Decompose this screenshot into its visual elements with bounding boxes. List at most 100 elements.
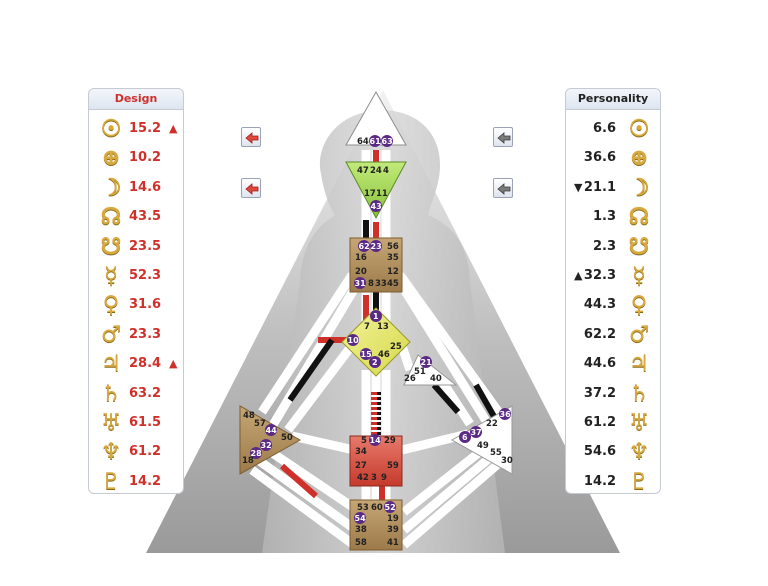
uranus-icon: ♅ bbox=[628, 409, 650, 436]
svg-text:59: 59 bbox=[387, 461, 399, 471]
design-row[interactable]: ☽14.6 bbox=[89, 174, 183, 201]
svg-text:41: 41 bbox=[387, 538, 399, 548]
g-center bbox=[341, 307, 411, 377]
arrow-left-gray-icon bbox=[497, 132, 511, 144]
personality-row[interactable]: ☉ 6.6 bbox=[566, 116, 660, 142]
personality-row[interactable]: ♃44.6 bbox=[566, 351, 660, 377]
svg-text:57: 57 bbox=[254, 419, 266, 429]
design-value: 31.6 bbox=[129, 297, 162, 313]
personality-value: 54.6 bbox=[583, 444, 616, 460]
svg-text:14: 14 bbox=[370, 436, 382, 445]
design-panel: Design ☉15.2▲ ⊕10.2 ☽14.6☊ 43.5 ☋23.5 ☿52.3 ♀3… bbox=[88, 88, 184, 494]
design-row[interactable]: ♂23.3 bbox=[89, 320, 183, 348]
svg-text:11: 11 bbox=[376, 189, 388, 199]
svg-text:49: 49 bbox=[477, 441, 489, 451]
design-row[interactable]: ♀31.6 bbox=[89, 292, 183, 318]
svg-text:4: 4 bbox=[383, 166, 389, 176]
ajna-center bbox=[345, 161, 407, 220]
svg-text:37: 37 bbox=[471, 428, 482, 437]
design-row[interactable]: ♃28.4▲ bbox=[89, 351, 183, 377]
moon-icon: ☽ bbox=[628, 173, 650, 201]
design-value: 61.5 bbox=[129, 415, 162, 430]
personality-value: 6.6 bbox=[592, 121, 616, 136]
svg-text:48: 48 bbox=[243, 411, 255, 421]
design-value: 14.6 bbox=[129, 179, 162, 195]
design-value: 10.2 bbox=[129, 150, 162, 166]
personality-row[interactable]: ☽21.1▼ bbox=[566, 173, 660, 201]
personality-row[interactable]: ♅61.2 bbox=[566, 410, 660, 436]
design-value: 23.5 bbox=[129, 238, 162, 254]
personality-row[interactable]: ☿32.3▲ bbox=[566, 263, 660, 289]
mercury-icon: ☿ bbox=[103, 262, 119, 289]
design-row[interactable]: ☿52.3 bbox=[89, 263, 183, 289]
personality-row[interactable]: ♂ 62.2 bbox=[566, 320, 660, 348]
personality-row[interactable]: ♀44.3 bbox=[566, 292, 660, 318]
svg-text:36: 36 bbox=[500, 410, 512, 419]
svg-text:42: 42 bbox=[357, 473, 369, 483]
north-node-icon: ☊ bbox=[100, 203, 122, 231]
design-marker: ▲ bbox=[169, 357, 178, 371]
personality-row[interactable]: ☊1.3 bbox=[566, 204, 660, 230]
venus-icon: ♀ bbox=[630, 291, 648, 319]
svg-text:38: 38 bbox=[355, 525, 367, 535]
design-title: Design bbox=[89, 89, 183, 110]
svg-text:62: 62 bbox=[359, 242, 370, 251]
personality-row[interactable]: ♆ 54.6 bbox=[566, 439, 660, 465]
svg-text:55: 55 bbox=[490, 448, 502, 458]
ego-center bbox=[403, 354, 458, 386]
svg-text:23: 23 bbox=[371, 242, 382, 251]
design-value: 43.5 bbox=[129, 209, 162, 225]
personality-value: 62.2 bbox=[583, 326, 616, 342]
activated-channels bbox=[280, 150, 499, 502]
mars-icon: ♂ bbox=[100, 320, 122, 348]
design-row[interactable]: ☊ 43.5 bbox=[89, 204, 183, 230]
design-arrow-lower-button[interactable] bbox=[241, 178, 261, 198]
personality-title: Personality bbox=[566, 89, 660, 110]
design-row[interactable]: ♆61.2 bbox=[89, 439, 183, 465]
pluto-icon: ♇ bbox=[100, 467, 122, 495]
svg-text:21: 21 bbox=[421, 358, 433, 367]
mercury-icon: ☿ bbox=[631, 262, 647, 289]
svg-text:20: 20 bbox=[355, 267, 367, 277]
svg-text:24: 24 bbox=[370, 166, 382, 176]
svg-text:64: 64 bbox=[357, 137, 369, 147]
personality-value: 21.1 bbox=[583, 179, 616, 195]
svg-text:3: 3 bbox=[371, 473, 377, 483]
personality-arrow-lower-button[interactable] bbox=[493, 178, 513, 198]
personality-row[interactable]: ♄37.2 bbox=[566, 380, 660, 407]
svg-text:9: 9 bbox=[381, 473, 387, 483]
svg-text:53: 53 bbox=[357, 503, 369, 513]
personality-row[interactable]: ⊕36.6 bbox=[566, 145, 660, 171]
sun-icon: ☉ bbox=[628, 115, 650, 142]
personality-value: 44.6 bbox=[583, 356, 616, 372]
pluto-icon: ♇ bbox=[628, 467, 650, 495]
mars-icon: ♂ bbox=[628, 320, 650, 348]
neptune-icon: ♆ bbox=[628, 438, 650, 466]
svg-text:35: 35 bbox=[387, 253, 399, 263]
arrow-left-red-icon bbox=[245, 132, 259, 144]
jupiter-icon: ♃ bbox=[100, 350, 122, 378]
svg-text:31: 31 bbox=[355, 279, 367, 288]
svg-text:51: 51 bbox=[414, 367, 426, 377]
design-row[interactable]: ♄63.2 bbox=[89, 379, 183, 407]
personality-value: 37.2 bbox=[583, 385, 616, 401]
personality-marker: ▲ bbox=[574, 269, 583, 282]
design-arrow-upper-button[interactable] bbox=[241, 127, 261, 147]
svg-text:47: 47 bbox=[357, 166, 369, 176]
design-row[interactable]: ♇14.2 bbox=[89, 467, 183, 495]
design-row[interactable]: ☉15.2▲ bbox=[89, 116, 183, 142]
personality-row[interactable]: ☋2.3 bbox=[566, 233, 660, 260]
personality-arrow-upper-button[interactable] bbox=[493, 127, 513, 147]
svg-text:16: 16 bbox=[355, 253, 367, 263]
uranus-icon: ♅ bbox=[100, 409, 122, 436]
svg-text:63: 63 bbox=[382, 137, 393, 146]
svg-text:15: 15 bbox=[361, 350, 373, 359]
design-row[interactable]: ♅ 61.5 bbox=[89, 410, 183, 436]
personality-row[interactable]: ♇14.2 bbox=[566, 467, 660, 495]
saturn-icon: ♄ bbox=[100, 379, 122, 407]
solar-plexus-center bbox=[450, 405, 513, 475]
design-row[interactable]: ☋23.5 bbox=[89, 233, 183, 260]
svg-text:39: 39 bbox=[387, 525, 399, 535]
design-row[interactable]: ⊕10.2 bbox=[89, 145, 183, 171]
